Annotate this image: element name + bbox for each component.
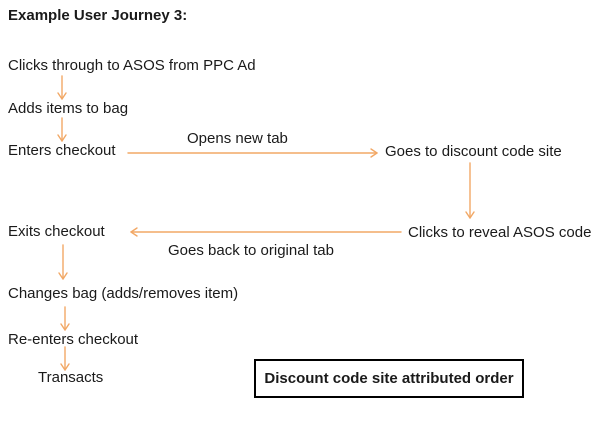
step-goes-to-discount: Goes to discount code site	[385, 143, 562, 160]
edge-label-goes-back: Goes back to original tab	[168, 242, 334, 259]
outcome-box: Discount code site attributed order	[254, 359, 524, 398]
step-adds-items: Adds items to bag	[8, 100, 129, 117]
arrow-enters-to-discount	[127, 148, 378, 158]
step-clicks-reveal: Clicks to reveal ASOS code	[408, 224, 592, 241]
arrow-exits-to-changes	[58, 244, 68, 280]
step-transacts: Transacts	[38, 369, 104, 386]
edge-label-opens-new-tab: Opens new tab	[187, 130, 288, 147]
arrow-changes-to-reenters	[60, 306, 70, 331]
step-exits-checkout: Exits checkout	[8, 223, 105, 240]
arrow-clicks-to-adds	[57, 75, 67, 100]
arrow-reveal-to-exits	[130, 227, 402, 237]
step-enters-checkout: Enters checkout	[8, 142, 116, 159]
step-clicks-through: Clicks through to ASOS from PPC Ad	[8, 57, 256, 74]
arrow-adds-to-enters	[57, 117, 67, 142]
outcome-box-label: Discount code site attributed order	[264, 370, 514, 387]
arrow-discount-to-reveal	[465, 162, 475, 219]
step-changes-bag: Changes bag (adds/removes item)	[8, 285, 239, 302]
step-re-enters-checkout: Re-enters checkout	[8, 331, 139, 348]
page-title: Example User Journey 3:	[8, 7, 188, 24]
arrow-reenters-to-transacts	[60, 346, 70, 371]
